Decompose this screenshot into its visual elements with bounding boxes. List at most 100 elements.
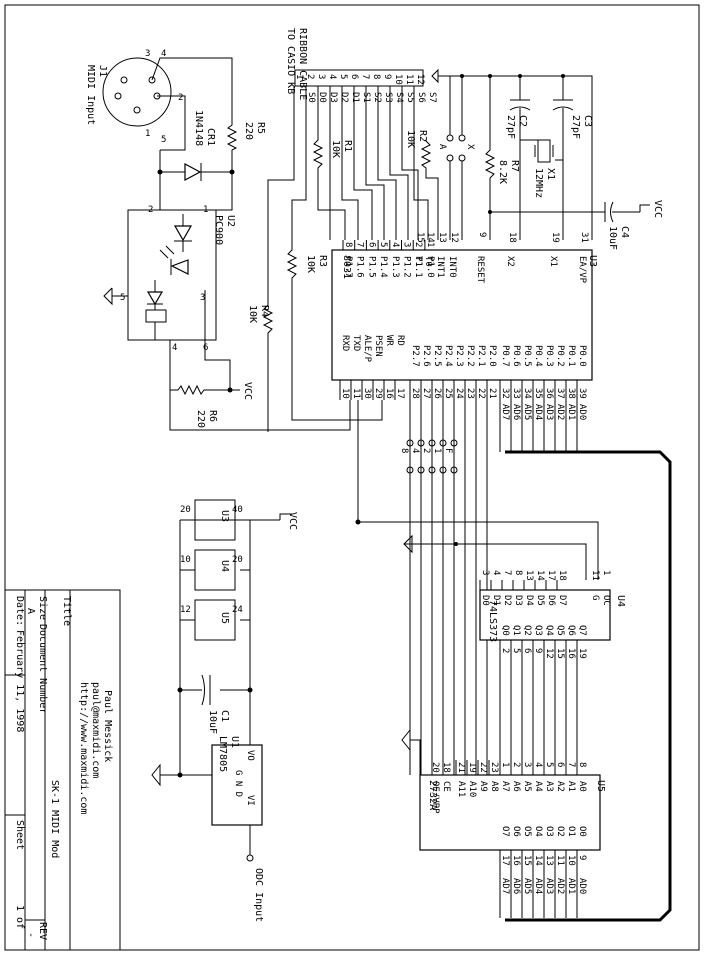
u3-pin-name: RD bbox=[395, 335, 405, 346]
title-block: Paul Messick paul@maxmidi.com http://www… bbox=[4, 589, 121, 951]
u3-pin-number: 26 bbox=[432, 388, 442, 399]
u4-pin-name: D5 bbox=[535, 595, 545, 606]
jumper-label: 2 bbox=[421, 448, 431, 453]
u5-pin-name: O7 bbox=[500, 826, 510, 837]
u5-pin-number: 1 bbox=[500, 762, 510, 767]
r2-resistor: R2 10K bbox=[405, 130, 439, 240]
ribbon-signal: S5 bbox=[405, 92, 415, 103]
ribbon-pin-number: 6 bbox=[349, 74, 359, 79]
j1-midi-connector: 3 4 1 2 5 J1 MIDI Input bbox=[85, 49, 233, 151]
power-pin: 20 bbox=[180, 505, 191, 515]
u3-pin-name: PSEN bbox=[373, 335, 383, 357]
u3-pin-number: 28 bbox=[410, 388, 420, 399]
u1-pin: VI bbox=[245, 795, 255, 806]
u5-pin-name: O2 bbox=[555, 826, 565, 837]
jumper-x-label: X bbox=[465, 144, 475, 150]
c2-ref: C2 bbox=[517, 115, 528, 127]
ribbon-signal: S0 bbox=[306, 92, 316, 103]
u3-pin-name: T0 bbox=[423, 256, 433, 267]
sheet-border bbox=[4, 4, 700, 951]
ribbon-label: TO CASIO KB bbox=[285, 28, 296, 94]
r3-value: 10K bbox=[305, 255, 316, 273]
ad-net-label: AD3 bbox=[544, 404, 554, 420]
u3-pin-number: 10 bbox=[340, 388, 350, 399]
r4-value: 10K bbox=[247, 305, 258, 323]
u4-pin-number: 16 bbox=[566, 648, 576, 659]
u4-pin-number: 14 bbox=[535, 570, 545, 581]
r3-ref: R3 bbox=[317, 255, 328, 267]
author-text: Paul Messick bbox=[102, 690, 113, 762]
u4-pin-name: D2 bbox=[502, 595, 512, 606]
u3-pin-name: T1 bbox=[413, 256, 423, 267]
u5-pin-name: CE bbox=[441, 781, 451, 792]
r2-ref: R2 bbox=[417, 130, 428, 142]
document-number-label: Document Number bbox=[37, 624, 48, 714]
u5-pin-name: A8 bbox=[489, 781, 499, 792]
vcc-label: VCC bbox=[287, 512, 298, 530]
c3-ref: C3 bbox=[582, 115, 593, 127]
p1-data-lines bbox=[329, 86, 429, 240]
u3-pin-number: 6 bbox=[366, 242, 376, 247]
jumper-pin bbox=[406, 439, 414, 447]
u3-pin-name: RESET bbox=[475, 256, 485, 284]
ad-net-label: AD1 bbox=[566, 404, 576, 420]
u5-pin-number: 18 bbox=[441, 762, 451, 773]
u3-pin-name: P2.7 bbox=[410, 345, 420, 367]
u2-pin: 4 bbox=[172, 343, 177, 353]
u3-pin-number: 11 bbox=[351, 388, 361, 399]
u3-8031-mcu: 8P1.77P1.66P1.55P1.44P1.33P1.22P1.11P1.0… bbox=[331, 232, 598, 420]
r6-ref: R6 bbox=[207, 410, 218, 422]
u5-pin-number: 17 bbox=[500, 855, 510, 866]
odc-input-label: ODC Input bbox=[253, 868, 264, 922]
u3-power-ref: U3 bbox=[219, 510, 230, 522]
u5-pin-name: A3 bbox=[544, 781, 554, 792]
u2-ref: U2 bbox=[225, 215, 236, 227]
u5-pin-name: A10 bbox=[467, 781, 477, 797]
ribbon-pin-number: 9 bbox=[382, 74, 392, 79]
u3-pin-number: 36 bbox=[544, 388, 554, 399]
u4-pin-number: 19 bbox=[577, 648, 587, 659]
u3-pin-name: ALE/P bbox=[362, 335, 372, 363]
u3-pin-number: 29 bbox=[373, 388, 383, 399]
size-value: A bbox=[25, 608, 36, 614]
c1-ref: C1 bbox=[219, 710, 230, 722]
ribbon-pin-number: 10 bbox=[393, 74, 403, 85]
power-pin: 40 bbox=[232, 505, 243, 515]
u3-pin-number: 12 bbox=[449, 232, 459, 243]
u3-pin-name: P2.1 bbox=[476, 345, 486, 367]
u1-ref: U1 bbox=[229, 736, 240, 748]
u3-pin-name: P2.4 bbox=[443, 345, 453, 367]
cr1-diode: CR1 1N4148 bbox=[157, 110, 235, 181]
u3-pin-number: 38 bbox=[566, 388, 576, 399]
ribbon-signal: D3 bbox=[328, 92, 338, 103]
j1-pin-label: 3 bbox=[145, 49, 150, 59]
u3-pin-name: P1.1 bbox=[413, 256, 423, 278]
ad-net-label: AD0 bbox=[577, 878, 587, 894]
ad-net-label: AD0 bbox=[577, 404, 587, 420]
u1-pin: G N D bbox=[233, 770, 243, 797]
u5-pin-name: A1 bbox=[566, 781, 576, 792]
u3-pin-number: 24 bbox=[454, 388, 464, 399]
u3-pin-number: 7 bbox=[355, 242, 365, 247]
u3-pin-name: P2.0 bbox=[487, 345, 497, 367]
latch-control-wires bbox=[355, 400, 599, 780]
u3-pin-number: 9 bbox=[477, 232, 487, 237]
power-pin: 12 bbox=[180, 605, 191, 615]
u1-regulator: U1 LM7805 VO G N D VI ODC Input bbox=[151, 690, 264, 922]
ad-net-label: AD7 bbox=[500, 404, 510, 420]
ad-net-label: AD3 bbox=[544, 878, 554, 894]
jumper-label: 1 bbox=[432, 448, 442, 453]
u3-pin-name: P0.5 bbox=[522, 345, 532, 367]
u4-pin-number: 9 bbox=[533, 648, 543, 653]
u5-pin-number: 20 bbox=[430, 762, 440, 773]
c4-capacitor: VCC C4 10uF bbox=[490, 200, 663, 250]
u5-pin-name: A11 bbox=[456, 781, 466, 797]
u4-pin-name: D6 bbox=[546, 595, 556, 606]
clock-circuit: C2 27pF C3 27pF X1 12MHz bbox=[505, 76, 593, 240]
u5-pin-name: A7 bbox=[500, 781, 510, 792]
r1-resistor: R1 10K bbox=[312, 86, 353, 240]
email-text: paul@maxmidi.com bbox=[90, 682, 101, 778]
u3-pin-number: 33 bbox=[511, 388, 521, 399]
